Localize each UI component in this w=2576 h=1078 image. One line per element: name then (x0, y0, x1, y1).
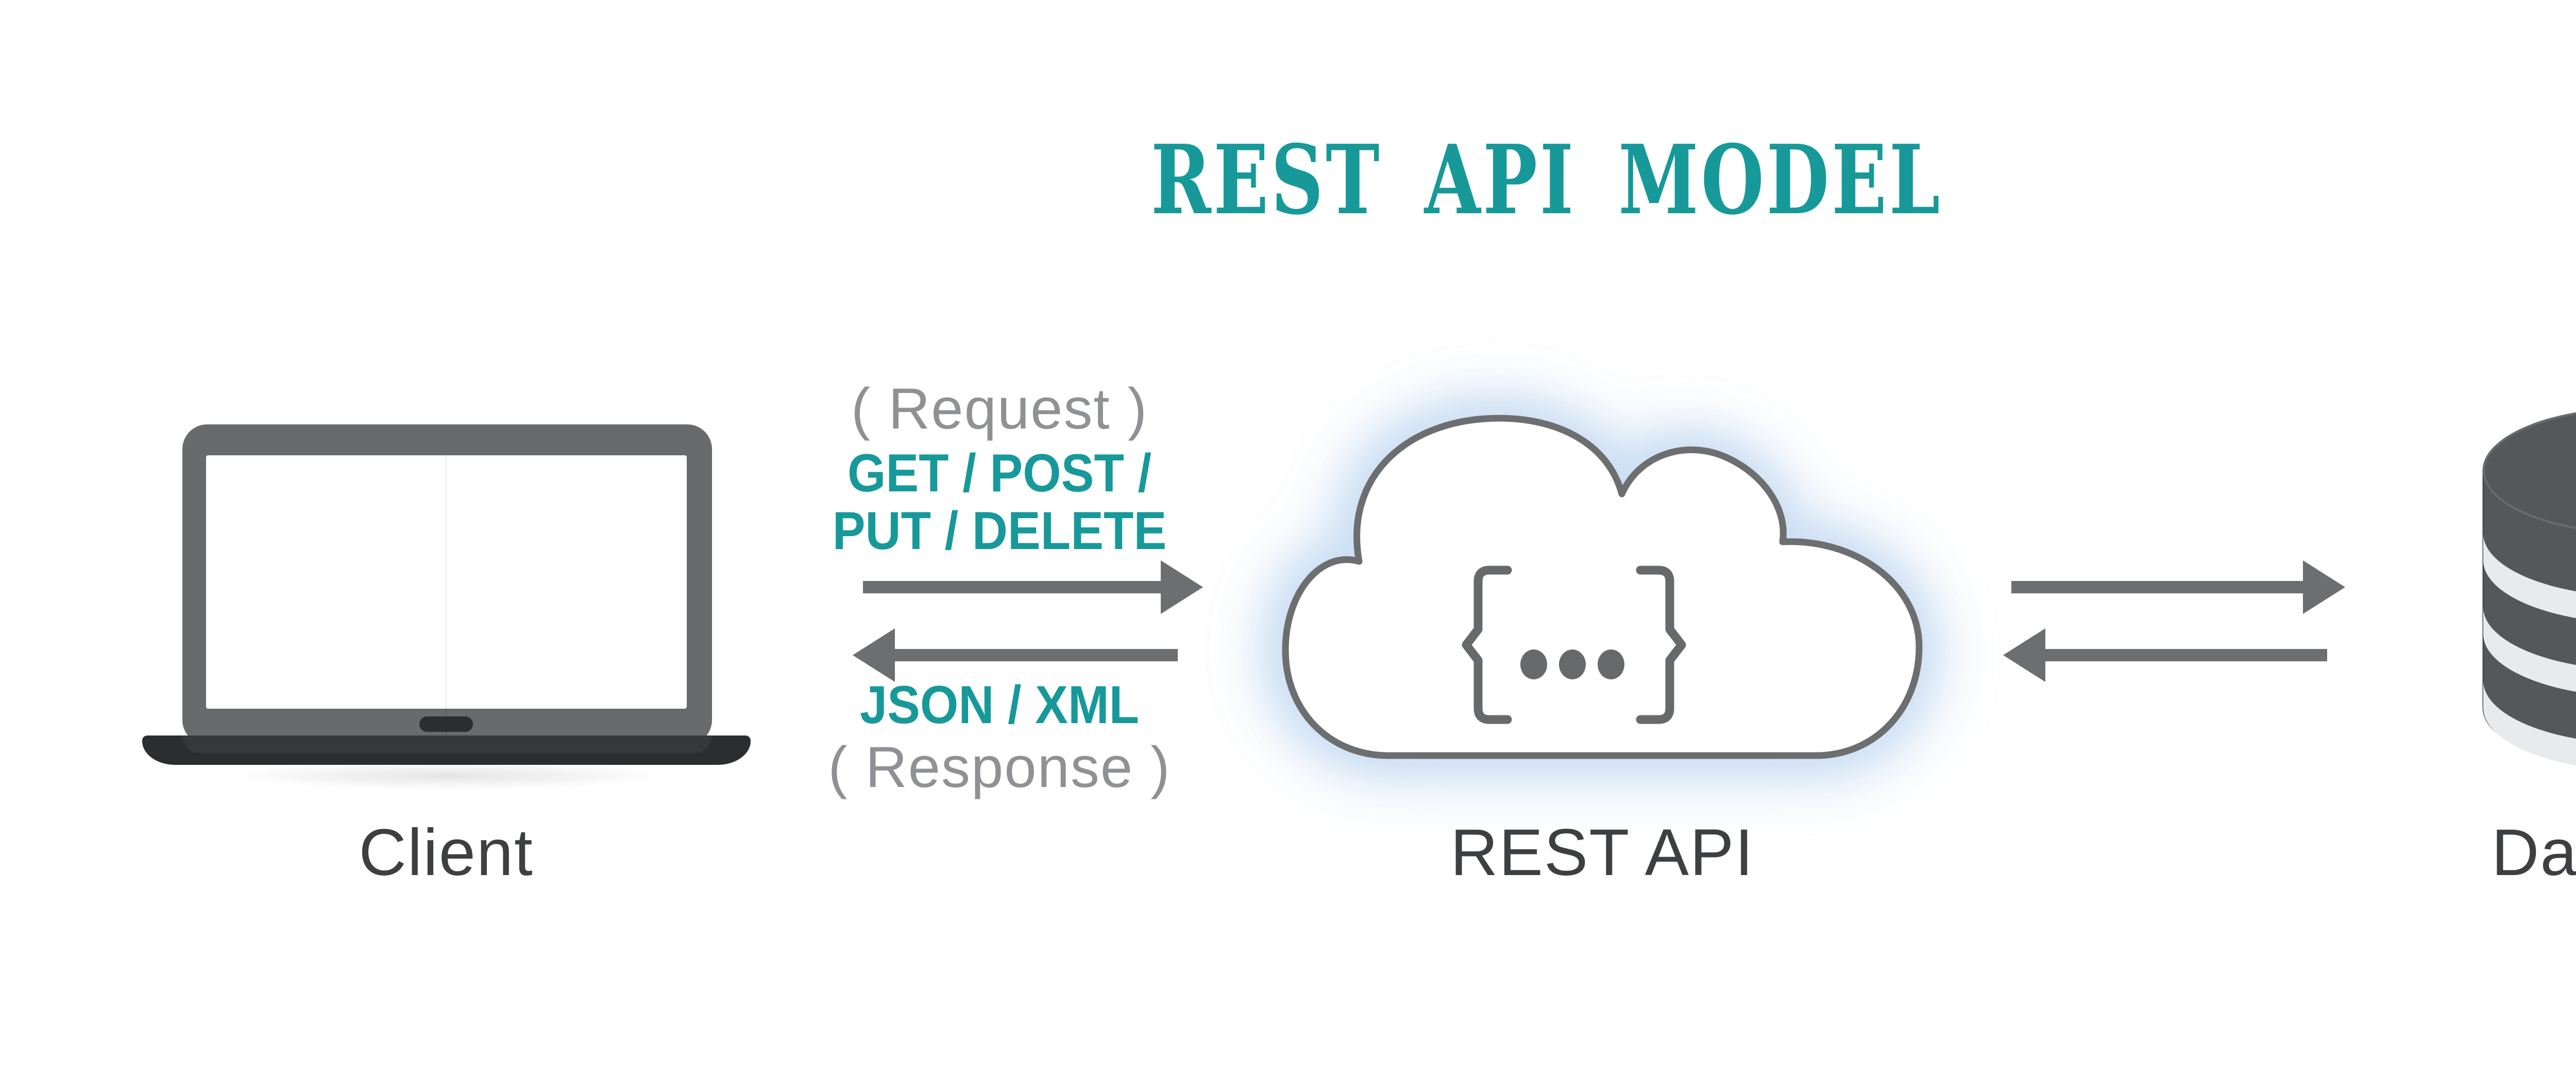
response-annotation: ( Response ) (828, 735, 1171, 799)
request-annotation: ( Request ) (851, 377, 1148, 441)
client-label: Client (359, 816, 534, 889)
db-to-api-arrow-shaft (2045, 649, 2327, 661)
database-label: Database (2492, 816, 2576, 889)
page-title: REST API MODEL (1026, 124, 2067, 236)
api-label: REST API (1450, 816, 1754, 889)
request-methods-line1: GET / POST / (847, 443, 1152, 503)
laptop-shadow (129, 759, 768, 800)
laptop-base-highlight (182, 735, 712, 753)
request-arrow-shaft (863, 581, 1161, 593)
laptop-screen-seam (446, 455, 447, 709)
page-title-text: REST API MODEL (1150, 124, 1943, 236)
code-braces-ellipsis-icon (1462, 566, 1686, 724)
request-methods-line2: PUT / DELETE (832, 501, 1167, 561)
response-arrow-shaft (895, 649, 1178, 661)
cloud-icon (1282, 415, 1923, 759)
response-formats: JSON / XML (859, 675, 1140, 735)
database-cylinder-icon (2482, 412, 2576, 765)
api-to-db-arrow-head-icon (2303, 560, 2345, 614)
response-arrow-head-icon (853, 628, 895, 682)
laptop-notch (419, 716, 473, 732)
api-to-db-arrow-shaft (2011, 581, 2303, 593)
request-arrow-head-icon (1161, 560, 1203, 614)
db-to-api-arrow-head-icon (2003, 628, 2045, 682)
